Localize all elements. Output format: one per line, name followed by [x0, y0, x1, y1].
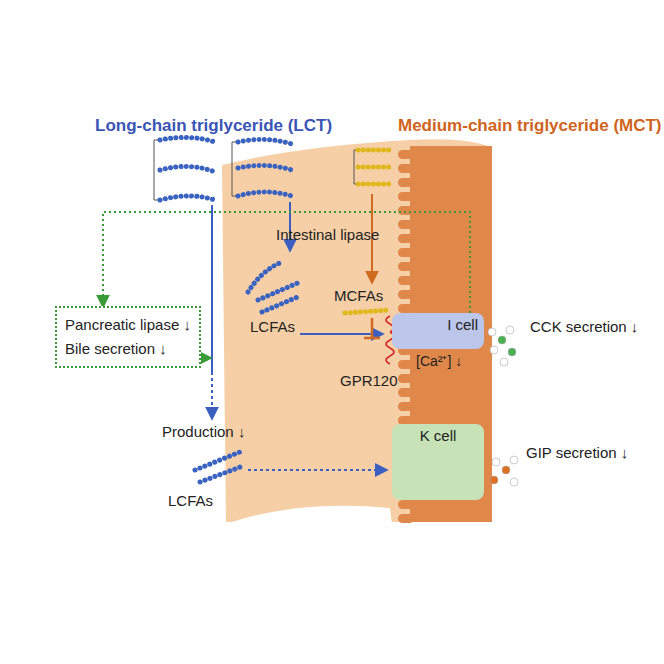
- pathway-label: LCFAs: [250, 318, 295, 336]
- cell-bottom-curve: [232, 506, 392, 524]
- i-cell: I cell: [392, 313, 484, 349]
- microvillus: [398, 290, 414, 299]
- node-text: Pancreatic lipase ↓: [65, 316, 191, 334]
- microvillus: [398, 402, 414, 411]
- microvillus: [398, 206, 414, 215]
- microvillus: [398, 192, 414, 201]
- pathway-label: GIP secretion ↓: [526, 444, 628, 462]
- k-cell: K cell: [392, 424, 484, 500]
- pathway-label: GPR120: [340, 372, 398, 390]
- node-text: I cell: [398, 316, 478, 334]
- node-text: Bile secretion ↓: [65, 340, 191, 358]
- secreted-granules: [488, 326, 518, 486]
- heading-label: Long-chain triglyceride (LCT): [95, 117, 332, 135]
- lct-molecule: [154, 140, 358, 200]
- microvillus: [398, 374, 414, 383]
- node-text: K cell: [398, 427, 478, 445]
- feedback-connector: [103, 212, 470, 313]
- microvillus: [398, 500, 414, 509]
- pathway-label: CCK secretion ↓: [530, 318, 638, 336]
- microvillus: [398, 262, 414, 271]
- heading-label: Medium-chain triglyceride (MCT): [398, 117, 662, 135]
- enterocyte: [222, 139, 492, 522]
- microvillus: [398, 220, 414, 229]
- pathway-label: LCFAs: [168, 492, 213, 510]
- microvillus: [398, 304, 414, 313]
- pathway-label: MCFAs: [334, 287, 383, 305]
- microvillus: [398, 388, 414, 397]
- microvillus: [398, 234, 414, 243]
- microvillus: [398, 164, 414, 173]
- microvillus: [398, 276, 414, 285]
- pathway-label: Production ↓: [162, 423, 245, 441]
- microvillus: [398, 178, 414, 187]
- microvillus: [398, 514, 414, 523]
- microvillus: [398, 360, 414, 369]
- pathway-label: [Ca²⁺] ↓: [416, 352, 462, 370]
- microvillus: [398, 150, 414, 159]
- pathway-label: Intestinal lipase: [276, 226, 379, 244]
- effect-box: Pancreatic lipase ↓ Bile secretion ↓: [55, 306, 201, 368]
- microvillus: [398, 248, 414, 257]
